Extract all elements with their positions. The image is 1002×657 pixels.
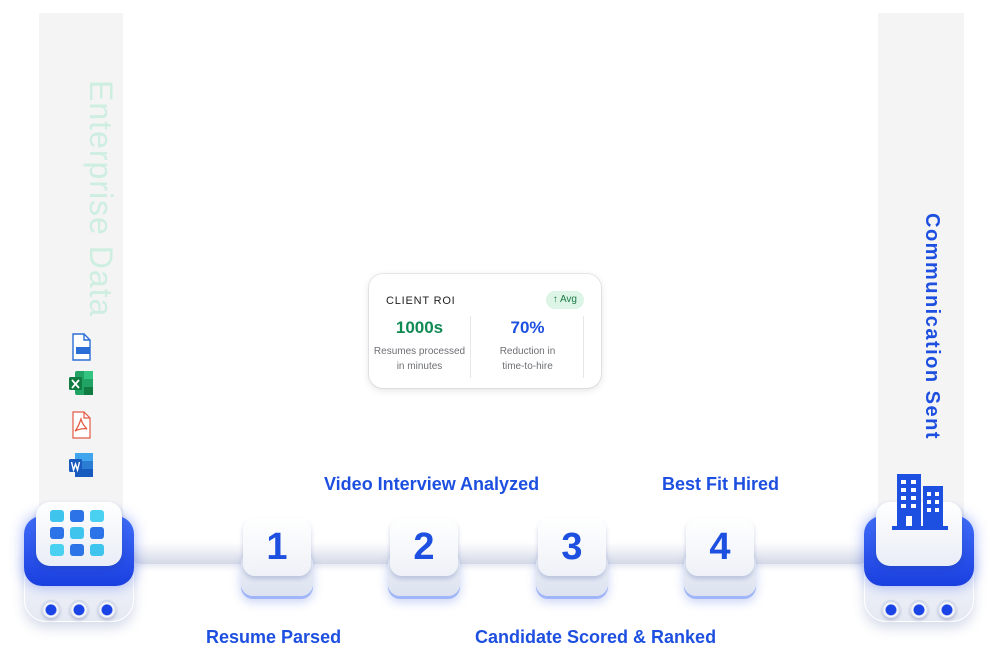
card-title: CLIENT ROI (386, 295, 456, 307)
step-2: 2 (384, 518, 464, 596)
step-number: 3 (561, 526, 583, 568)
stat-desc-line2: in minutes (396, 361, 443, 372)
arrow-up-icon: ↑ (552, 294, 558, 305)
communication-sent-title: Communication Sent (921, 213, 943, 441)
step-number: 4 (709, 526, 731, 568)
stat-resumes: 1000s Resumes processed in minutes (369, 318, 470, 374)
stat-value: 70% (510, 318, 545, 337)
grid-apps-icon (50, 510, 108, 558)
step-3-label: Candidate Scored & Ranked (475, 627, 717, 647)
step-3: 3 (532, 518, 612, 596)
step-1: 1 (237, 518, 317, 596)
step-1-label: Resume Parsed (206, 627, 342, 647)
avg-badge: ↑ Avg (545, 291, 584, 309)
building-icon (892, 474, 948, 530)
word-icon (69, 453, 93, 477)
communication-column (878, 13, 964, 533)
client-roi-card: CLIENT ROI ↑ Avg 1000s Resumes processed… (369, 274, 601, 388)
step-2-label: Video Interview Analyzed (324, 474, 540, 494)
jpg-file-icon (72, 333, 91, 361)
step-4: 4 (680, 518, 760, 596)
enterprise-data-hub (20, 502, 138, 622)
stat-divider (583, 316, 584, 378)
stat-value: 1000s (395, 318, 444, 337)
pdf-icon (72, 411, 91, 439)
stat-desc-line1: Resumes processed (373, 346, 466, 357)
stat-desc-line2: time-to-hire (502, 361, 553, 372)
enterprise-data-title: Enterprise Data (83, 80, 119, 318)
step-number: 1 (266, 526, 288, 568)
communication-hub (860, 502, 978, 622)
stat-desc-line1: Reduction in (499, 346, 556, 357)
step-4-label: Best Fit Hired (662, 474, 780, 494)
enterprise-data-column (39, 13, 123, 533)
stat-divider (470, 316, 471, 378)
step-number: 2 (413, 526, 435, 568)
badge-label: Avg (559, 294, 577, 305)
stat-time-to-hire: 70% Reduction in time-to-hire (477, 318, 578, 374)
excel-icon (69, 371, 93, 395)
